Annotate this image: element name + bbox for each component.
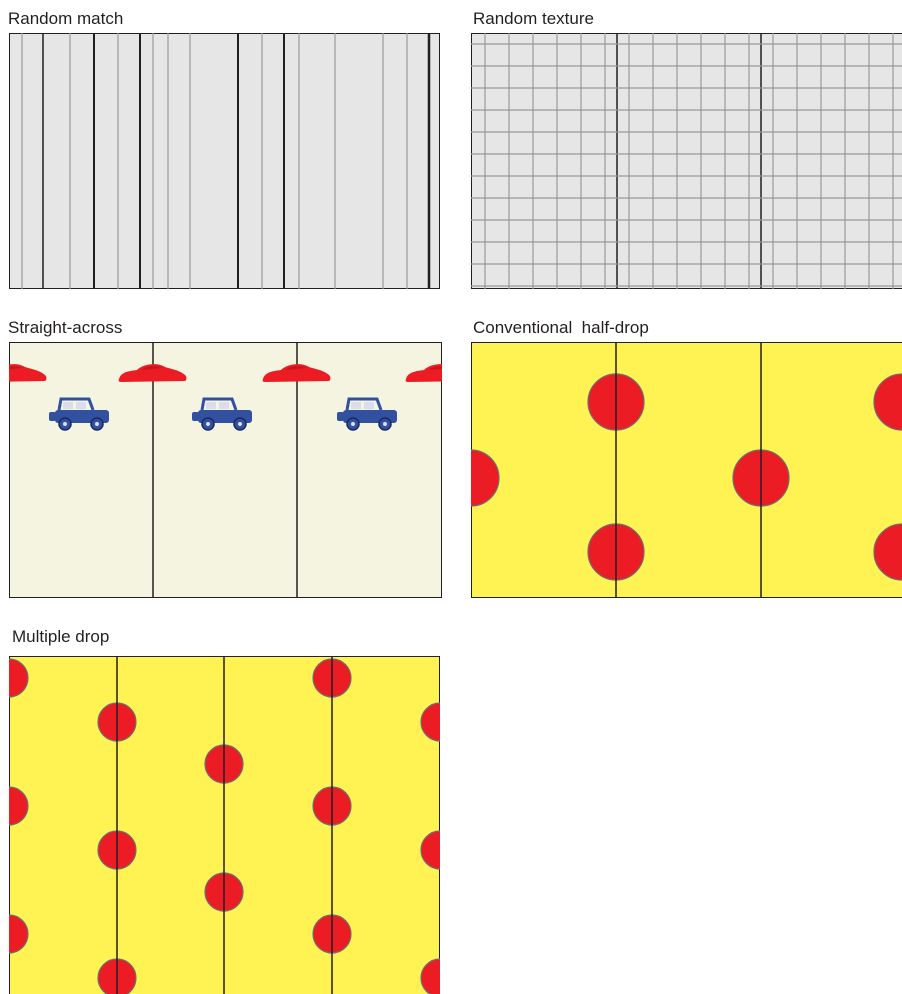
random-texture-background — [472, 34, 902, 289]
random-texture-panel — [471, 33, 902, 289]
conventional-half-drop-title: Conventional half-drop — [473, 318, 649, 338]
conventional-half-drop-panel — [471, 342, 902, 598]
multiple-drop-panel — [9, 656, 440, 994]
multiple-drop-title: Multiple drop — [12, 627, 109, 647]
half-drop-background — [472, 343, 902, 598]
random-match-title: Random match — [8, 9, 123, 29]
random-texture-title: Random texture — [473, 9, 594, 29]
random-match-background — [10, 34, 440, 289]
random-match-panel — [9, 33, 440, 289]
straight-across-background — [10, 343, 442, 598]
straight-across-panel — [9, 342, 442, 598]
straight-across-title: Straight-across — [8, 318, 122, 338]
